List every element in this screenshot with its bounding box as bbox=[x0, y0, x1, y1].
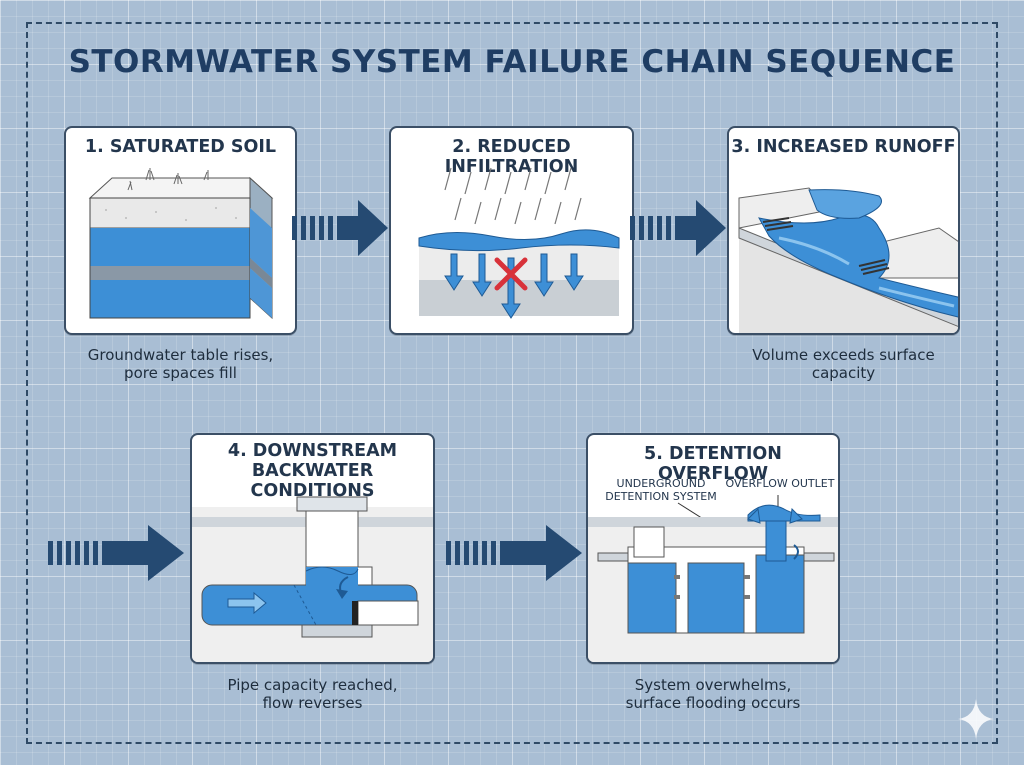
step-4-caption: Pipe capacity reached, flow reverses bbox=[190, 676, 435, 712]
step-4-caption-line2: flow reverses bbox=[262, 694, 363, 712]
step-2-panel: 2. REDUCED INFILTRATION bbox=[389, 126, 634, 335]
step-1-caption-line1: Groundwater table rises, bbox=[87, 346, 274, 364]
increased-runoff-illustration bbox=[738, 187, 958, 333]
step-5-panel: 5. DETENTION OVERFLOW UNDERGROUND DETENT… bbox=[586, 433, 840, 664]
detention-overflow-illustration bbox=[588, 495, 838, 662]
flow-arrow-2 bbox=[630, 200, 726, 256]
reduced-infiltration-illustration bbox=[418, 167, 620, 319]
step-5-caption: System overwhelms, surface flooding occu… bbox=[586, 676, 840, 712]
step-4-title-line2: BACKWATER CONDITIONS bbox=[250, 461, 375, 501]
step-3-caption-line2: capacity bbox=[811, 364, 876, 382]
step-1-caption: Groundwater table rises, pore spaces fil… bbox=[64, 346, 297, 382]
flow-arrow-4 bbox=[446, 525, 582, 581]
flow-arrow-1 bbox=[292, 200, 388, 256]
step-4-panel: 4. DOWNSTREAM BACKWATER CONDITIONS bbox=[190, 433, 435, 664]
step-5-caption-line1: System overwhelms, bbox=[634, 676, 792, 694]
step-1-panel: 1. SATURATED SOIL bbox=[64, 126, 297, 335]
flow-arrow-3 bbox=[48, 525, 184, 581]
underground-detention-label-line2: DETENTION SYSTEM bbox=[605, 490, 717, 503]
page-title: STORMWATER SYSTEM FAILURE CHAIN SEQUENCE bbox=[68, 44, 956, 80]
step-3-caption-line1: Volume exceeds surface bbox=[752, 346, 935, 364]
sparkle-icon bbox=[958, 699, 994, 739]
step-5-caption-line2: surface flooding occurs bbox=[625, 694, 801, 712]
step-4-title-line1: 4. DOWNSTREAM bbox=[227, 441, 398, 461]
step-5-title: 5. DETENTION OVERFLOW bbox=[644, 444, 782, 484]
step-1-caption-line2: pore spaces fill bbox=[124, 364, 237, 382]
step-3-caption: Volume exceeds surface capacity bbox=[727, 346, 960, 382]
overflow-outlet-label: OVERFLOW OUTLET bbox=[725, 477, 835, 490]
underground-detention-label: UNDERGROUND DETENTION SYSTEM bbox=[596, 477, 726, 503]
step-4-caption-line1: Pipe capacity reached, bbox=[227, 676, 398, 694]
underground-detention-label-line1: UNDERGROUND bbox=[616, 477, 706, 490]
backwater-illustration bbox=[192, 496, 433, 662]
step-3-panel: 3. INCREASED RUNOFF bbox=[727, 126, 960, 335]
step-4-title: 4. DOWNSTREAM BACKWATER CONDITIONS bbox=[192, 441, 433, 501]
saturated-soil-illustration bbox=[88, 168, 274, 320]
step-1-title: 1. SATURATED SOIL bbox=[84, 137, 277, 157]
step-2-title: 2. REDUCED INFILTRATION bbox=[444, 137, 579, 177]
dashed-frame bbox=[26, 22, 998, 744]
step-3-title: 3. INCREASED RUNOFF bbox=[731, 137, 956, 157]
